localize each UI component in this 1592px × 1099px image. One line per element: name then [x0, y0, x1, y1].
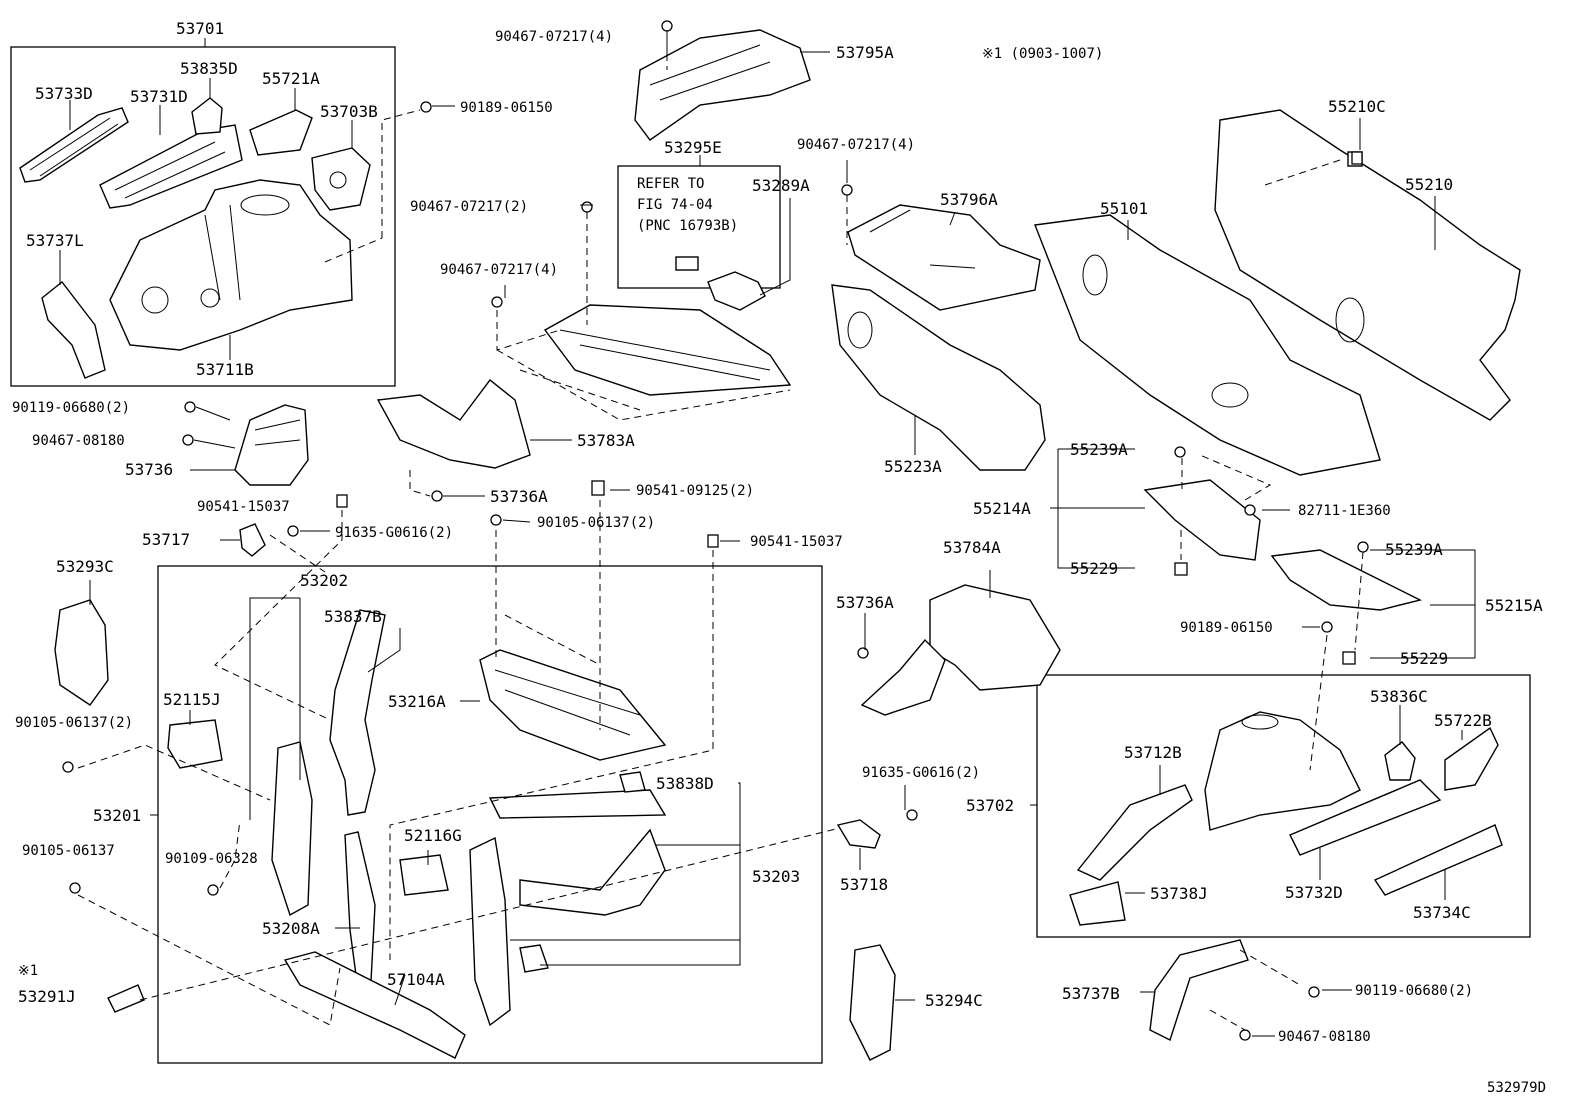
label-53216a: 53216A	[388, 692, 446, 711]
label-52115j: 52115J	[163, 690, 221, 709]
label-55210: 55210	[1405, 175, 1453, 194]
label-55229-b: 55229	[1400, 649, 1448, 668]
label-53836c: 53836C	[1370, 687, 1428, 706]
refer-note-line-2: FIG 74-04	[637, 197, 713, 213]
label-53736a-b: 53736A	[836, 593, 894, 612]
label-90189-06150-a: 90189-06150	[460, 100, 553, 116]
label-91635-g0616-b: 91635-G0616(2)	[862, 765, 980, 781]
label-53733d: 53733D	[35, 84, 93, 103]
label-55210c: 55210C	[1328, 97, 1386, 116]
label-90541-15037-b: 90541-15037	[750, 534, 843, 550]
label-52116g: 52116G	[404, 826, 462, 845]
refer-note-line-3: (PNC 16793B)	[637, 218, 738, 234]
label-53702: 53702	[966, 796, 1014, 815]
diagram-id: 532979D	[1487, 1080, 1546, 1096]
label-90467-07217-c: 90467-07217(4)	[440, 262, 558, 278]
label-53294c: 53294C	[925, 991, 983, 1010]
group-frame-53701	[10, 46, 396, 387]
label-53737l: 53737L	[26, 231, 84, 250]
label-53203: 53203	[752, 867, 800, 886]
label-53295e: 53295E	[664, 138, 722, 157]
label-53737b: 53737B	[1062, 984, 1120, 1003]
label-53795a: 53795A	[836, 43, 894, 62]
label-53783a: 53783A	[577, 431, 635, 450]
label-53835d: 53835D	[180, 59, 238, 78]
label-90541-15037-a: 90541-15037	[197, 499, 290, 515]
label-90467-07217-b: 90467-07217(2)	[410, 199, 528, 215]
label-55721a: 55721A	[262, 69, 320, 88]
label-53718: 53718	[840, 875, 888, 894]
label-90467-07217-a: 90467-07217(4)	[495, 29, 613, 45]
label-53202: 53202	[300, 571, 348, 590]
label-53208a: 53208A	[262, 919, 320, 938]
label-53701: 53701	[176, 19, 224, 38]
label-57104a: 57104A	[387, 970, 445, 989]
fastener-icons	[62, 20, 1369, 1041]
label-90467-07217-d: 90467-07217(4)	[797, 137, 915, 153]
label-53837b: 53837B	[324, 607, 382, 626]
label-90119-06680-a: 90119-06680(2)	[12, 400, 130, 416]
label-53717: 53717	[142, 530, 190, 549]
label-53734c: 53734C	[1413, 903, 1471, 922]
label-53703b: 53703B	[320, 102, 378, 121]
label-90105-06137-b: 90105-06137(2)	[15, 715, 133, 731]
label-53784a: 53784A	[943, 538, 1001, 557]
part-labels: 53701 53733D 53835D 55721A 53731D 53703B…	[12, 19, 1543, 1045]
refer-note-line-1: REFER TO	[637, 176, 704, 192]
label-90109-06328: 90109-06328	[165, 851, 258, 867]
label-90105-06137-a: 90105-06137(2)	[537, 515, 655, 531]
label-55239a-b: 55239A	[1385, 540, 1443, 559]
label-55239a-a: 55239A	[1070, 440, 1128, 459]
dashed-lines	[77, 30, 1364, 1031]
label-53289a: 53289A	[752, 176, 810, 195]
label-55214a: 55214A	[973, 499, 1031, 518]
label-55223a: 55223A	[884, 457, 942, 476]
group-frame-53702	[1036, 674, 1531, 938]
label-53736a-a: 53736A	[490, 487, 548, 506]
label-82711-1e360: 82711-1E360	[1298, 503, 1391, 519]
note-range: ※1 (0903-1007)	[982, 46, 1103, 62]
note-symbol: ※1	[18, 963, 38, 979]
group-frame-53295e	[617, 165, 781, 289]
part-shapes	[19, 29, 1521, 1061]
label-53293c: 53293C	[56, 557, 114, 576]
label-90189-06150-b: 90189-06150	[1180, 620, 1273, 636]
label-55722b: 55722B	[1434, 711, 1492, 730]
label-53736: 53736	[125, 460, 173, 479]
label-53291j: 53291J	[18, 987, 76, 1006]
label-53732d: 53732D	[1285, 883, 1343, 902]
label-53738j: 53738J	[1150, 884, 1208, 903]
label-53201: 53201	[93, 806, 141, 825]
label-55101: 55101	[1100, 199, 1148, 218]
label-90105-06137-c: 90105-06137	[22, 843, 115, 859]
label-55229-a: 55229	[1070, 559, 1118, 578]
label-53838d: 53838D	[656, 774, 714, 793]
label-90119-06680-b: 90119-06680(2)	[1355, 983, 1473, 999]
label-91635-g0616-a: 91635-G0616(2)	[335, 525, 453, 541]
label-90541-09125: 90541-09125(2)	[636, 483, 754, 499]
label-53796a: 53796A	[940, 190, 998, 209]
label-90467-08180-b: 90467-08180	[1278, 1029, 1371, 1045]
label-53731d: 53731D	[130, 87, 188, 106]
label-53712b: 53712B	[1124, 743, 1182, 762]
label-53711b: 53711B	[196, 360, 254, 379]
label-55215a: 55215A	[1485, 596, 1543, 615]
label-90467-08180-a: 90467-08180	[32, 433, 125, 449]
